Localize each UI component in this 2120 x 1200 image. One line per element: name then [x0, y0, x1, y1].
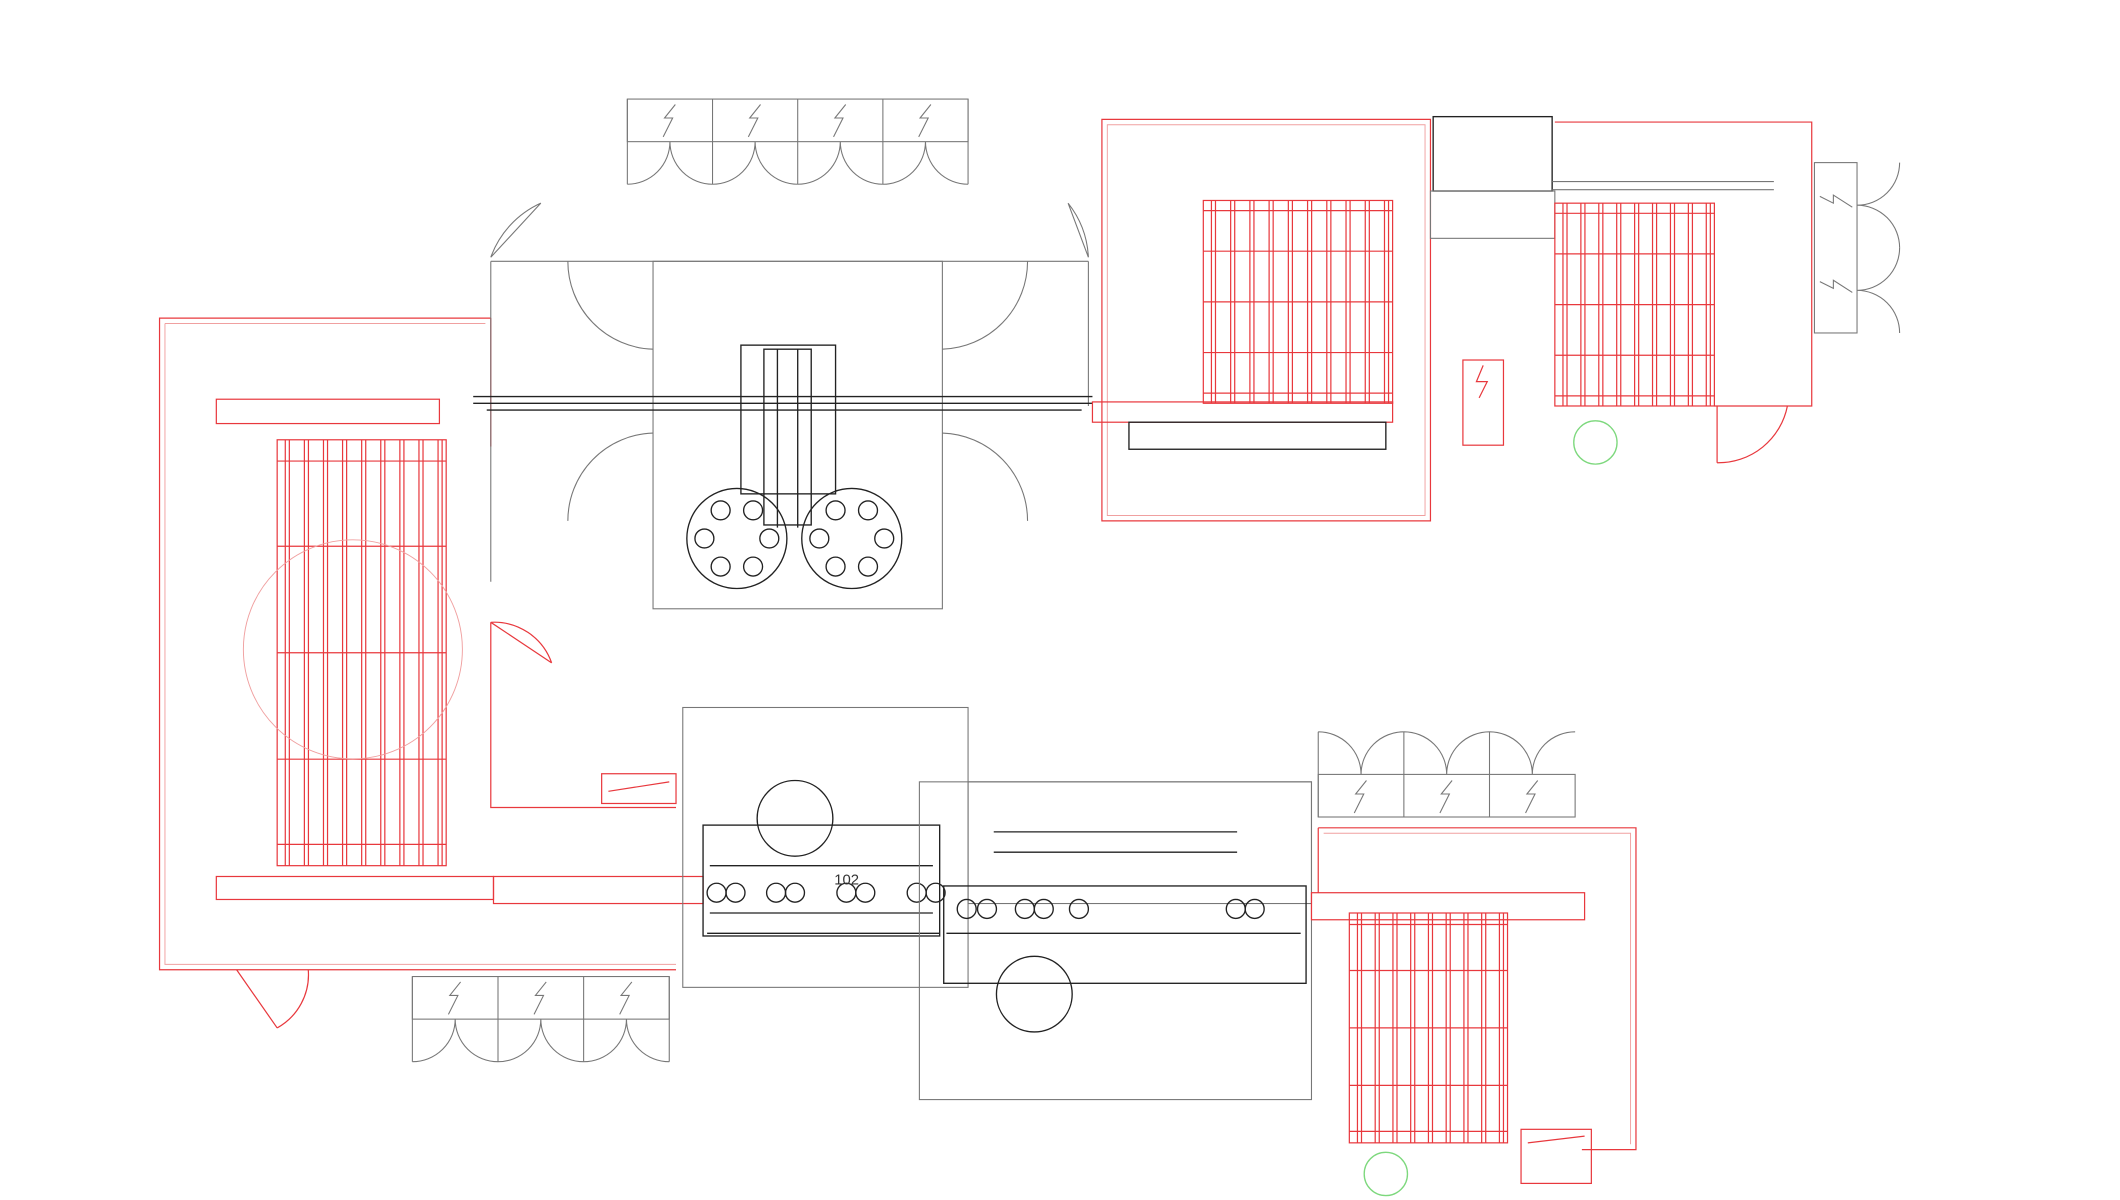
- electrical-cabinets-right: [1813, 162, 1901, 334]
- door-swing-icon: [797, 141, 883, 185]
- tool-carousel-right: [801, 487, 903, 590]
- spindle-wheel: [1014, 898, 1035, 920]
- spindle-wheel: [906, 882, 927, 903]
- bottom-right-conveyor: [1310, 892, 1586, 921]
- tool-holder: [857, 500, 879, 521]
- lightning-bolt-icon: [833, 104, 847, 138]
- lightning-bolt-icon: [662, 104, 676, 138]
- bottom-machine-left: [682, 706, 969, 988]
- door-swing-icon: [1318, 731, 1404, 775]
- top-right-conveyor: [1091, 401, 1394, 450]
- bottom-right-fence: [1317, 827, 1637, 1151]
- door-swing-icon: [412, 1019, 499, 1063]
- lightning-bolt-icon: [747, 104, 761, 138]
- spindle-wheel: [765, 882, 787, 903]
- lightning-bolt-icon: [1439, 780, 1453, 814]
- turntable-circle: [242, 539, 463, 760]
- door-swing-icon: [583, 1019, 670, 1063]
- door-swing-icon: [498, 1019, 584, 1063]
- door-swing-icon: [882, 141, 969, 185]
- top-right-fence: [1101, 118, 1432, 522]
- lightning-bolt-icon: [918, 104, 932, 138]
- tool-holder: [694, 528, 715, 549]
- door-swing-icon: [627, 141, 713, 185]
- top-right-machine: [1429, 115, 1774, 239]
- top-right-storage-rack: [1202, 199, 1394, 404]
- spindle-wheel: [925, 882, 946, 903]
- right-door: [1716, 405, 1788, 464]
- tool-holder: [742, 500, 764, 521]
- bottom-right-warning-box: [1520, 1128, 1592, 1185]
- door-swing-icon: [1857, 162, 1901, 248]
- spindle-wheel: [725, 882, 746, 903]
- electrical-cabinets-bottom-right: [1317, 731, 1576, 818]
- bottom-machine-right: [918, 781, 1313, 1101]
- lightning-bolt-icon: [1819, 194, 1853, 208]
- tool-holder: [710, 556, 731, 577]
- cabinet-row: [1813, 162, 1858, 334]
- tool-holder: [710, 500, 731, 521]
- left-fence: [158, 317, 677, 971]
- spindle-wheel: [956, 898, 977, 920]
- far-right-storage-rack: [1554, 202, 1715, 407]
- electrical-cabinets-top: [626, 98, 969, 185]
- spindle-wheel: [706, 882, 727, 903]
- machine-spindles-right: [956, 898, 1265, 920]
- cabinet-row: [1317, 773, 1576, 818]
- bottom-left-warning-box: [601, 773, 677, 805]
- tool-holder: [857, 556, 879, 577]
- lightning-bolt-icon: [1353, 780, 1367, 814]
- lightning-bolt-icon: [1819, 279, 1853, 293]
- tool-holder: [742, 556, 764, 577]
- operator-station: [1573, 420, 1618, 465]
- far-right-fence: [1554, 121, 1813, 407]
- left-storage-rack: [276, 439, 447, 867]
- tool-carousel-left: [686, 487, 788, 590]
- tool-holder: [825, 556, 846, 577]
- electrical-warning-box: [1462, 359, 1505, 446]
- spindle-wheel: [1068, 898, 1090, 920]
- lightning-bolt-icon: [533, 981, 547, 1015]
- door-swing-icon: [1489, 731, 1576, 775]
- spindle-wheel: [1244, 898, 1265, 920]
- spindle-wheel: [784, 882, 806, 903]
- operator-station-bottom: [1363, 1151, 1409, 1197]
- tool-holder: [874, 528, 895, 549]
- machine-label: 102: [834, 873, 859, 889]
- lightning-bolt-icon: [619, 981, 633, 1015]
- carousel-tools: [694, 500, 895, 577]
- tool-holder: [759, 528, 780, 549]
- door-swing-icon: [712, 141, 798, 185]
- door-swing-icon: [1403, 731, 1490, 775]
- center-robot-cell: [473, 202, 1093, 610]
- left-door-swing: [236, 621, 553, 1029]
- tool-holder: [809, 528, 830, 549]
- spindle-wheel: [976, 898, 998, 920]
- spindle-wheel: [1033, 898, 1054, 920]
- tool-holder: [825, 500, 846, 521]
- spindle-wheel: [855, 882, 876, 903]
- bottom-right-storage-rack: [1348, 912, 1509, 1144]
- door-swing-icon: [1857, 247, 1901, 333]
- electrical-cabinets-bottom-left: [411, 976, 670, 1063]
- machine-spindles-left: [706, 882, 946, 903]
- lightning-bolt-icon: [1525, 780, 1539, 814]
- lightning-bolt-icon: [447, 981, 462, 1015]
- spindle-wheel: [1225, 898, 1246, 920]
